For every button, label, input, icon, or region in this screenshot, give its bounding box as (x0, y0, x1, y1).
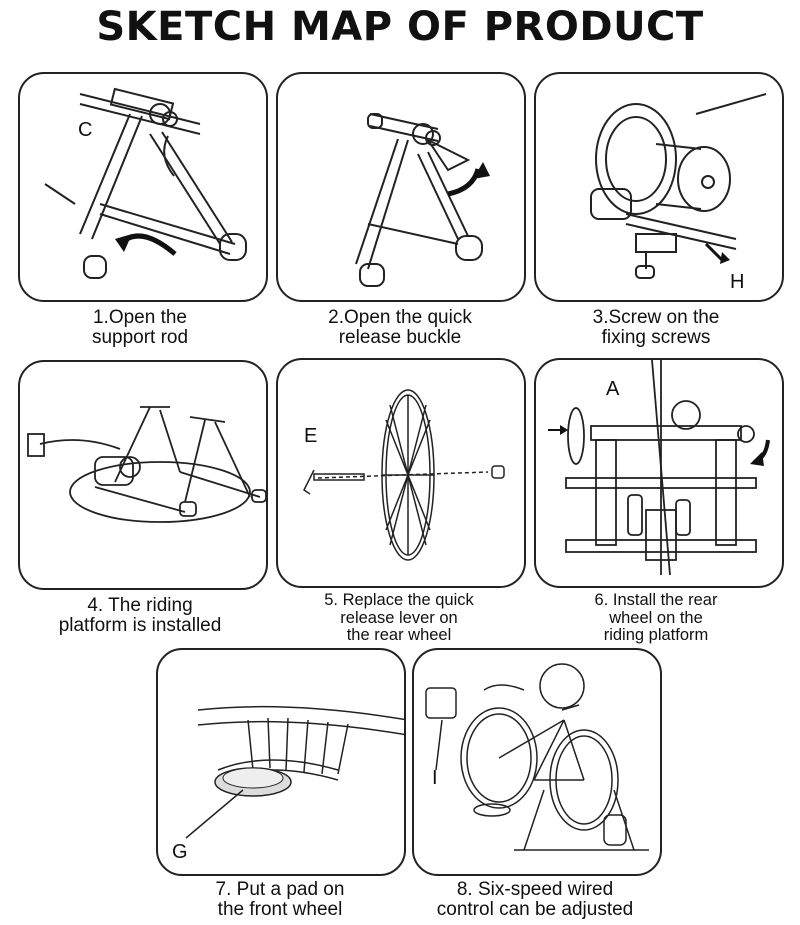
step-4-illustration (18, 360, 268, 590)
step-2-caption: 2.Open the quick release buckle (328, 307, 472, 348)
quick-release-drawing (355, 113, 490, 287)
step-1-illustration: C (18, 72, 268, 302)
six-speed-control-drawing: I (425, 663, 649, 851)
step-5-label: E (304, 425, 317, 447)
page-title: SKETCH MAP OF PRODUCT (96, 4, 704, 50)
step-8-caption: 8. Six-speed wired control can be adjust… (436, 879, 634, 920)
step-6-label: A (606, 378, 620, 400)
step-5-illustration: E (276, 358, 526, 588)
step-8-illustration: I (412, 648, 662, 876)
step-3-caption: 3.Screw on the fixing screws (592, 307, 720, 348)
step-3-illustration: H (534, 72, 784, 302)
step-3-label: H (730, 271, 744, 293)
step-7-illustration: G (156, 648, 406, 876)
step-1-label: C (78, 119, 92, 141)
step-8-label: I (432, 767, 438, 789)
step-6-caption: 6. Install the rear wheel on the riding … (594, 591, 718, 644)
step-1-caption: 1.Open the support rod (91, 307, 189, 348)
step-2-illustration (276, 72, 526, 302)
riding-platform-drawing (27, 406, 266, 523)
install-rear-wheel-drawing: A (548, 360, 770, 576)
fixing-screws-drawing: H (590, 93, 767, 293)
front-wheel-pad-drawing: G (172, 705, 404, 863)
step-4-caption: 4. The riding platform is installed (58, 595, 222, 636)
step-6-illustration: A (534, 358, 784, 588)
step-5-caption: 5. Replace the quick release lever on th… (324, 591, 474, 644)
rear-wheel-lever-drawing: E (303, 389, 505, 561)
step-7-caption: 7. Put a pad on the front wheel (215, 879, 345, 920)
support-rod-drawing: C (44, 87, 247, 279)
step-7-label: G (172, 841, 188, 863)
